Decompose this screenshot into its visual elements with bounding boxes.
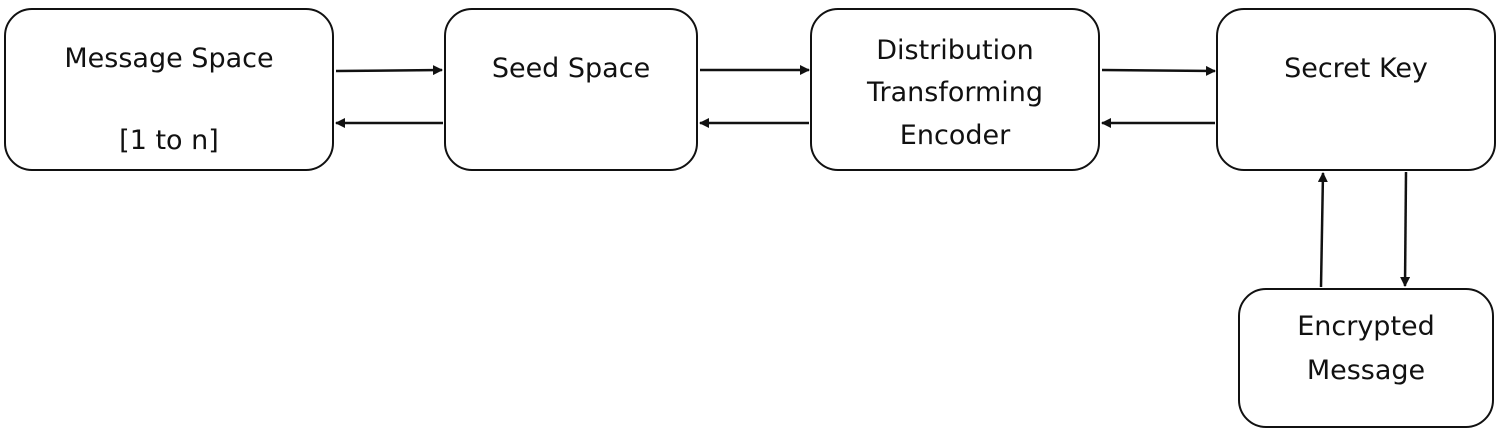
node-secret-key: Secret Key bbox=[1216, 8, 1496, 171]
node-distribution-transforming-encoder: Distribution Transforming Encoder bbox=[810, 8, 1100, 171]
node-encrypted-message: Encrypted Message bbox=[1238, 288, 1494, 428]
node-encoder-line-2: Transforming bbox=[866, 77, 1044, 108]
arrow-secret-key-to-encrypted bbox=[1400, 171, 1411, 287]
node-message-space: Message Space [1 to n] bbox=[4, 8, 334, 171]
arrow-encoder-to-secret-key bbox=[1101, 65, 1216, 76]
arrow-encrypted-to-secret-key bbox=[1317, 172, 1328, 288]
node-encrypted-message-line-2: Message bbox=[1306, 355, 1426, 386]
node-encrypted-message-line-1: Encrypted bbox=[1297, 311, 1435, 342]
node-seed-space-title: Seed Space bbox=[491, 53, 651, 84]
node-seed-space: Seed Space bbox=[444, 8, 698, 171]
arrow-message-to-seed bbox=[335, 65, 443, 76]
node-secret-key-title: Secret Key bbox=[1284, 53, 1428, 84]
node-encoder-line-1: Distribution bbox=[876, 35, 1034, 66]
node-message-space-title: Message Space bbox=[64, 43, 274, 74]
node-message-space-range: [1 to n] bbox=[119, 125, 219, 156]
node-encoder-line-3: Encoder bbox=[899, 120, 1011, 151]
